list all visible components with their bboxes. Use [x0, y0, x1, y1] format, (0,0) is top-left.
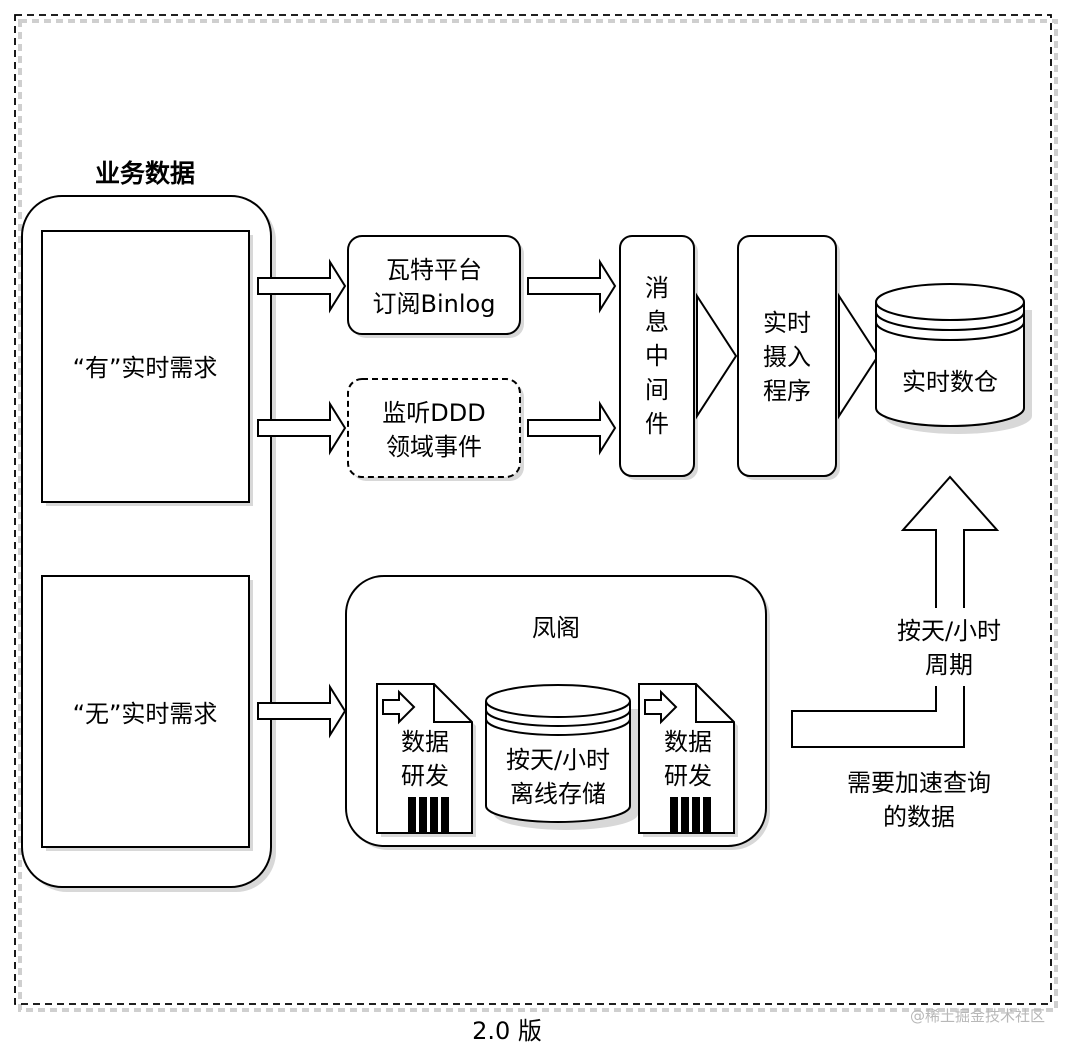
arrow-binlog-to-middleware [527, 258, 617, 314]
periodic-line-2: 周期 [925, 651, 973, 679]
dev-left-line-1: 数据 [401, 728, 449, 756]
ingest-line-2: 摄入 [763, 343, 811, 371]
warehouse-label: 实时数仓 [902, 368, 998, 396]
ingest-line-1: 实时 [763, 309, 811, 337]
ingest-line-3: 程序 [763, 377, 811, 405]
periodic-return-arrow: 按天/小时 周期 [791, 475, 1020, 748]
no-realtime-demand-label: “无”实时需求 [73, 700, 218, 728]
forward-arrow-icon [382, 689, 416, 725]
data-dev-document-left: 数据 研发 [376, 683, 476, 837]
ddd-line-1: 监听DDD [382, 399, 485, 427]
binlog-source-box: 瓦特平台 订阅Binlog [347, 235, 524, 338]
dev-right-line-2: 研发 [664, 762, 712, 790]
arrow-ddd-to-middleware [527, 400, 617, 456]
section-title: 业务数据 [95, 159, 195, 188]
ingest-box: 实时 摄入 程序 [737, 235, 840, 480]
arrow-ingest-to-warehouse [838, 292, 880, 420]
watermark: @稀土掘金技术社区 [910, 1007, 1045, 1025]
arrow-to-fengge [257, 683, 347, 739]
data-dev-document-right: 数据 研发 [638, 683, 738, 837]
offline-storage-cylinder: 按天/小时 离线存储 [485, 684, 638, 830]
storage-line-2: 离线存储 [510, 780, 606, 808]
bars-icon [670, 797, 711, 833]
no-realtime-demand-block: “无”实时需求 [41, 575, 253, 851]
accelerate-line-1: 需要加速查询 [847, 769, 991, 797]
realtime-demand-label: “有”实时需求 [73, 354, 218, 382]
middleware-box: 消 息 中 间 件 [619, 235, 698, 480]
version-caption: 2.0 版 [472, 1017, 542, 1045]
storage-line-1: 按天/小时 [506, 746, 610, 774]
bars-icon [408, 797, 449, 833]
forward-arrow-icon [644, 689, 678, 725]
outer-frame [14, 14, 1058, 1012]
periodic-line-1: 按天/小时 [897, 617, 1001, 645]
fengge-title: 凤阁 [532, 614, 580, 642]
arrow-middleware-to-ingest [696, 292, 738, 420]
ddd-line-2: 领域事件 [386, 433, 482, 461]
ddd-source-box: 监听DDD 领域事件 [347, 378, 524, 481]
middleware-char-1: 消 [645, 274, 669, 302]
accelerate-line-2: 的数据 [883, 803, 955, 831]
realtime-demand-block: “有”实时需求 [41, 230, 253, 506]
middleware-char-2: 息 [645, 308, 669, 336]
dev-right-line-1: 数据 [664, 728, 712, 756]
middleware-char-3: 中 [645, 342, 669, 370]
binlog-line-2: 订阅Binlog [373, 290, 496, 318]
arrow-to-binlog [257, 258, 347, 314]
dev-left-line-2: 研发 [401, 762, 449, 790]
middleware-char-5: 件 [645, 410, 669, 438]
arrow-to-ddd [257, 400, 347, 456]
middleware-char-4: 间 [645, 376, 669, 404]
binlog-line-1: 瓦特平台 [386, 256, 482, 284]
realtime-warehouse-cylinder: 实时数仓 [875, 283, 1032, 434]
